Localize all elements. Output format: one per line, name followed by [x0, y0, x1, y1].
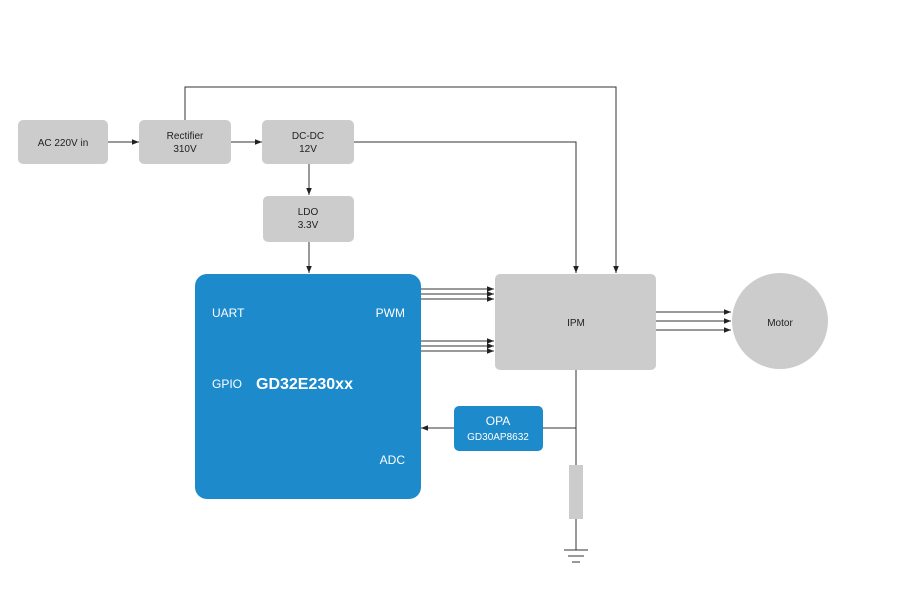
- ground-icon: [564, 549, 588, 563]
- mcu-gpio-label: GPIO: [212, 377, 242, 391]
- ldo-label: LDO: [298, 207, 319, 218]
- ac-input-label: AC 220V in: [38, 138, 89, 149]
- pwm-bus-upper: [421, 286, 494, 302]
- motor-phase-bus: [656, 309, 731, 333]
- opa-block: OPA GD30AP8632: [454, 406, 543, 451]
- ac-input-block: AC 220V in: [18, 120, 108, 164]
- mcu-pwm-label: PWM: [376, 306, 405, 320]
- rectifier-block: Rectifier 310V: [139, 120, 231, 164]
- motor-block: Motor: [732, 273, 828, 369]
- shunt-resistor: [569, 465, 583, 519]
- ldo-voltage: 3.3V: [298, 220, 319, 231]
- rectifier-voltage: 310V: [173, 144, 197, 155]
- dcdc-label: DC-DC: [292, 131, 324, 142]
- ipm-label: IPM: [567, 318, 585, 329]
- pwm-bus-lower: [421, 338, 494, 354]
- rectifier-label: Rectifier: [167, 131, 204, 142]
- mcu-name: GD32E230xx: [256, 376, 353, 393]
- ldo-block: LDO 3.3V: [263, 196, 354, 242]
- mcu-uart-label: UART: [212, 306, 245, 320]
- wires: [108, 86, 731, 550]
- mcu-block: UART PWM GPIO GD32E230xx ADC: [195, 274, 421, 499]
- dcdc-voltage: 12V: [299, 144, 317, 155]
- wire-dcdc-to-ipm: [354, 141, 579, 273]
- opa-part-number: GD30AP8632: [467, 432, 529, 443]
- opa-label: OPA: [486, 414, 510, 428]
- motor-label: Motor: [767, 318, 793, 329]
- wire-rectifier-to-ipm: [184, 86, 619, 273]
- dcdc-block: DC-DC 12V: [262, 120, 354, 164]
- ipm-block: IPM: [495, 274, 656, 370]
- mcu-adc-label: ADC: [380, 453, 406, 467]
